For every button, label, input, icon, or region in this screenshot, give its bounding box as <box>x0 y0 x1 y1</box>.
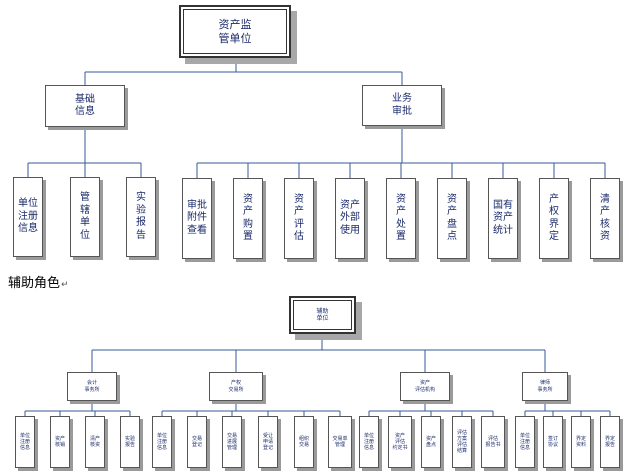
bottom-group-law-firm: 律师 事务所 <box>522 372 568 401</box>
bottom-leaf-organize-transaction: 组织 交易 <box>294 416 314 468</box>
top-group-basic-info: 基础 信息 <box>45 85 125 127</box>
top-leaf-asset-purchase: 资 产 购 置 <box>233 178 263 259</box>
bottom-leaf-unit-registration: 单位 注册 信息 <box>15 416 35 468</box>
bottom-leaf-experiment-report: 实验 报告 <box>120 416 140 468</box>
top-leaf-asset-disposal: 资 产 处 置 <box>386 178 416 259</box>
top-leaf-asset-appraisal: 资 产 评 估 <box>284 178 314 259</box>
bottom-leaf-transfer-application: 受让 申请 登记 <box>258 416 278 468</box>
top-leaf-approval-attachments: 审批 附件 查看 <box>182 178 212 259</box>
paragraph-mark: ↵ <box>61 280 69 290</box>
bottom-leaf-asset-verification: 清产 核资 <box>85 416 105 468</box>
bottom-leaf-transaction-order-management: 交易单 管理 <box>328 416 352 468</box>
bottom-leaf-appraisal-report: 评估 报告书 <box>481 416 505 468</box>
bottom-root-node: 辅助 单位 <box>289 296 356 334</box>
bottom-leaf-definition-materials: 界定 资料 <box>571 416 591 468</box>
caption-text: 辅助角色 <box>8 276 61 291</box>
bottom-leaf-asset-inventory: 资产 盘点 <box>421 416 441 468</box>
bottom-group-appraisal-agency: 资产 评估机构 <box>400 372 450 401</box>
top-leaf-asset-verification: 清 产 核 资 <box>590 178 620 259</box>
bottom-group-accounting-firm: 会计 事务所 <box>67 372 117 401</box>
section-caption: 辅助角色↵ <box>8 272 69 291</box>
top-root-node: 资产监 管单位 <box>179 5 291 58</box>
top-leaf-jurisdiction-units: 管 辖 单 位 <box>70 177 100 257</box>
bottom-leaf-definition-report: 界定 报告 <box>600 416 620 468</box>
bottom-leaf-law-unit-registration: 单位 注册 信息 <box>515 416 535 468</box>
top-leaf-asset-inventory: 资 产 盘 点 <box>437 178 467 259</box>
bottom-leaf-exchange-unit-registration: 单位 注册 信息 <box>152 416 172 468</box>
bottom-leaf-transaction-progress: 交易 进展 管理 <box>222 416 242 468</box>
top-leaf-asset-external-use: 资产 外部 使用 <box>335 178 365 259</box>
bottom-leaf-transaction-registration: 交易 登记 <box>187 416 207 468</box>
top-leaf-unit-registration: 单位 注册 信息 <box>13 177 43 257</box>
bottom-leaf-appraisal-plan-settlement: 评估 方案 评估 结算 <box>452 416 472 468</box>
bottom-leaf-appraisal-agreement: 资产 评估 约定书 <box>388 416 412 468</box>
bottom-group-property-exchange: 产权 交易所 <box>209 372 263 401</box>
bottom-leaf-asset-writeoff: 资产 核销 <box>50 416 70 468</box>
bottom-leaf-appraisal-unit-registration: 单位 注册 信息 <box>359 416 379 468</box>
top-leaf-state-asset-statistics: 国有 资产 统计 <box>488 178 518 259</box>
top-leaf-property-rights: 产 权 界 定 <box>539 178 569 259</box>
top-leaf-experiment-report: 实 验 报 告 <box>126 177 156 257</box>
top-group-business-approval: 业务 审批 <box>362 85 442 126</box>
bottom-leaf-sign-agreement: 签订 协议 <box>543 416 563 468</box>
